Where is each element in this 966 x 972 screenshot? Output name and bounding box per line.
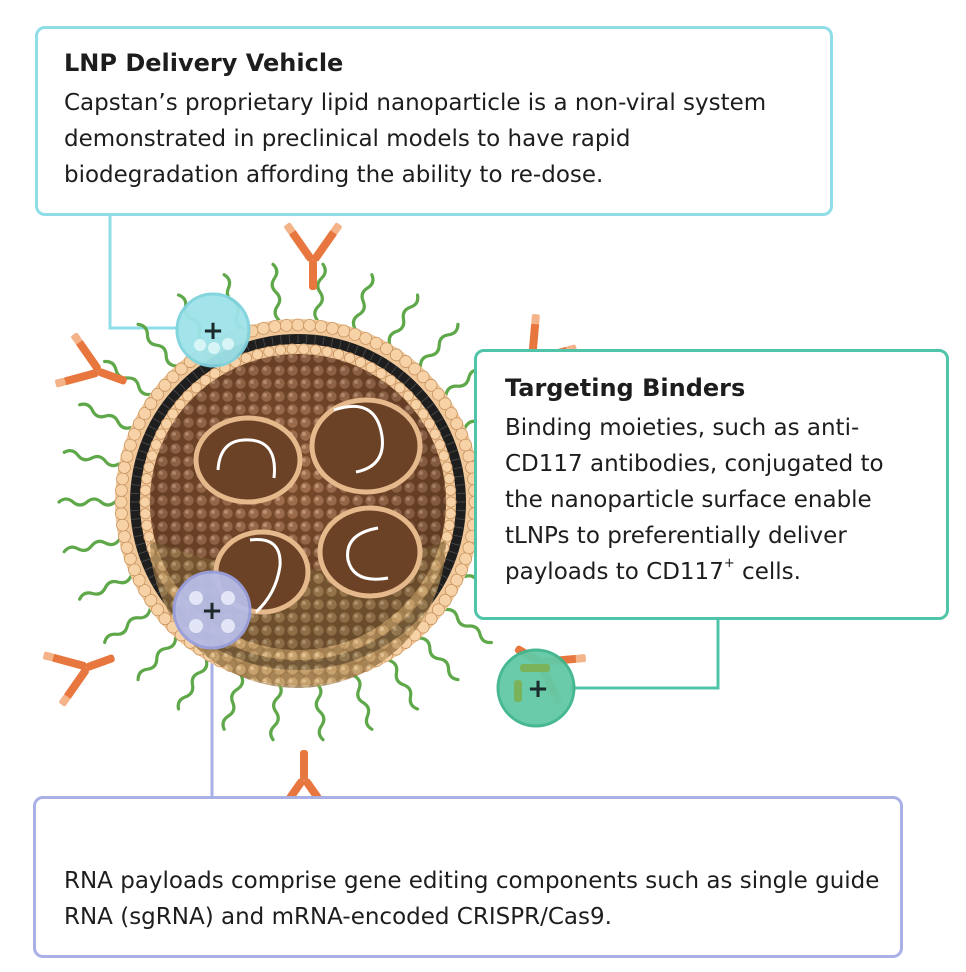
lnp-body: Capstan’s proprietary lipid nanoparticle… (64, 90, 767, 188)
lnp-connector-line (108, 214, 178, 330)
antibody-icon (283, 222, 343, 290)
peg-chain-icon (416, 634, 462, 684)
antibody-icon (40, 629, 125, 709)
targeting-body-text: Binding moieties, such as anti-CD117 ant… (505, 415, 884, 585)
peg-chain-icon (416, 320, 462, 370)
peg-chain-icon (268, 682, 284, 742)
peg-chain-icon (312, 682, 328, 742)
peg-chain-icon (268, 262, 284, 322)
rna-plus-marker-icon: + (201, 596, 223, 626)
antibody-icon (52, 330, 137, 410)
rna-compartments (193, 397, 423, 615)
peg-chain-icon (385, 291, 422, 347)
targeting-callout-box: Targeting Binders Binding moieties, such… (474, 349, 949, 620)
nanoparticle (114, 318, 482, 688)
lnp-marker: + (175, 292, 251, 368)
targeting-body-sup: + (723, 556, 735, 571)
rna-strand-icon (216, 438, 276, 479)
peg-chain-icon (57, 497, 117, 507)
targeting-connector-line (570, 620, 720, 690)
targeting-body: Binding moieties, such as anti-CD117 ant… (505, 410, 928, 590)
peg-chain-icon (61, 447, 122, 469)
rna-callout-box: RNA payloads comprise gene editing compo… (33, 796, 903, 958)
rna-strand-icon (333, 404, 384, 474)
targeting-body-end: cells. (734, 559, 801, 585)
peg-chain-icon (76, 572, 134, 604)
peg-chain-icon (219, 673, 246, 732)
rna-body: RNA payloads comprise gene editing compo… (64, 868, 880, 930)
peg-chain-icon (350, 673, 377, 732)
lnp-plus-marker-icon: + (202, 316, 224, 346)
peg-chain-icon (134, 634, 180, 684)
peg-chain-icon (174, 657, 211, 713)
targeting-title: Targeting Binders (505, 374, 746, 402)
rna-marker: + (172, 570, 252, 650)
peg-chain-icon (101, 605, 154, 647)
peg-chain-icon (61, 535, 122, 557)
rna-strand-icon (346, 526, 389, 581)
peg-chain-icon (385, 657, 422, 713)
peg-chain-icon (76, 400, 134, 432)
rna-strand-icon (249, 538, 282, 614)
peg-chain-icon (350, 272, 377, 331)
lnp-callout-box: LNP Delivery Vehicle Capstan’s proprieta… (35, 26, 833, 216)
binder-marker: + (496, 648, 576, 728)
lnp-title: LNP Delivery Vehicle (64, 49, 344, 77)
binder-plus-marker-icon: + (527, 674, 549, 704)
